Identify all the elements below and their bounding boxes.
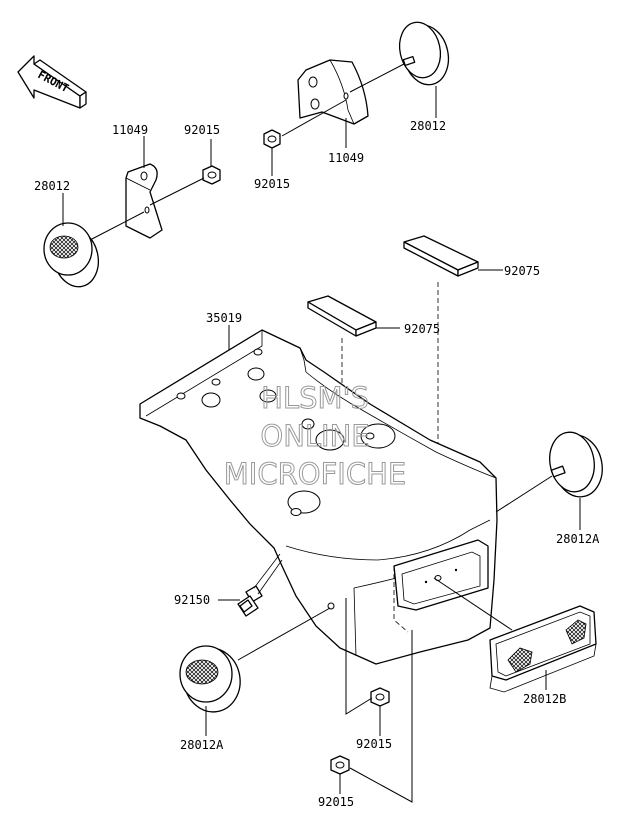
- label-11049-left: 11049: [112, 123, 148, 137]
- label-28012-left: 28012: [34, 179, 70, 193]
- label-92015-bottom: 92015: [318, 795, 354, 809]
- label-92015-bottom-mid: 92015: [356, 737, 392, 751]
- label-92150: 92150: [174, 593, 210, 607]
- reflector-28012-left: [43, 222, 99, 288]
- watermark-line1: HLSM'S: [261, 381, 369, 415]
- bracket-11049-left: [125, 163, 163, 239]
- left-reflector-group: [43, 136, 221, 288]
- right-reflector-group: [263, 21, 450, 176]
- reflector-28012B: [489, 605, 597, 693]
- label-35019: 35019: [206, 311, 242, 325]
- watermark-line2: ONLINE: [260, 419, 369, 453]
- nut-92015-bottom: [330, 755, 350, 775]
- rear-fender-35019: [139, 329, 498, 665]
- label-92075-top: 92075: [504, 264, 540, 278]
- part-labels: 11049 92015 28012 11049 92015 28012 9207…: [34, 119, 600, 809]
- label-28012A-right: 28012A: [556, 532, 600, 546]
- nut-92015-left-top: [202, 165, 221, 185]
- label-11049-right: 11049: [328, 151, 364, 165]
- reflector-28012A-left: [179, 645, 241, 713]
- label-28012B: 28012B: [523, 692, 566, 706]
- front-arrow-icon: FRONT: [17, 55, 87, 109]
- watermark: HLSM'S ONLINE MICROFICHE: [223, 381, 406, 492]
- nut-92015-bottom-mid: [370, 687, 390, 707]
- reflector-28012-right: [398, 21, 450, 86]
- label-28012-right: 28012: [410, 119, 446, 133]
- label-92015-right-top: 92015: [254, 177, 290, 191]
- nut-92015-right-top: [263, 129, 281, 149]
- watermark-line3: MICROFICHE: [224, 457, 406, 491]
- label-28012A-left: 28012A: [180, 738, 224, 752]
- pad-92075-mid: [307, 295, 377, 337]
- reflector-28012A-right: [549, 431, 603, 498]
- bolt-92150: [237, 553, 283, 617]
- label-92075-mid: 92075: [404, 322, 440, 336]
- label-92015-left-top: 92015: [184, 123, 220, 137]
- pad-92075-top: [403, 235, 479, 277]
- bracket-11049-right: [297, 59, 369, 125]
